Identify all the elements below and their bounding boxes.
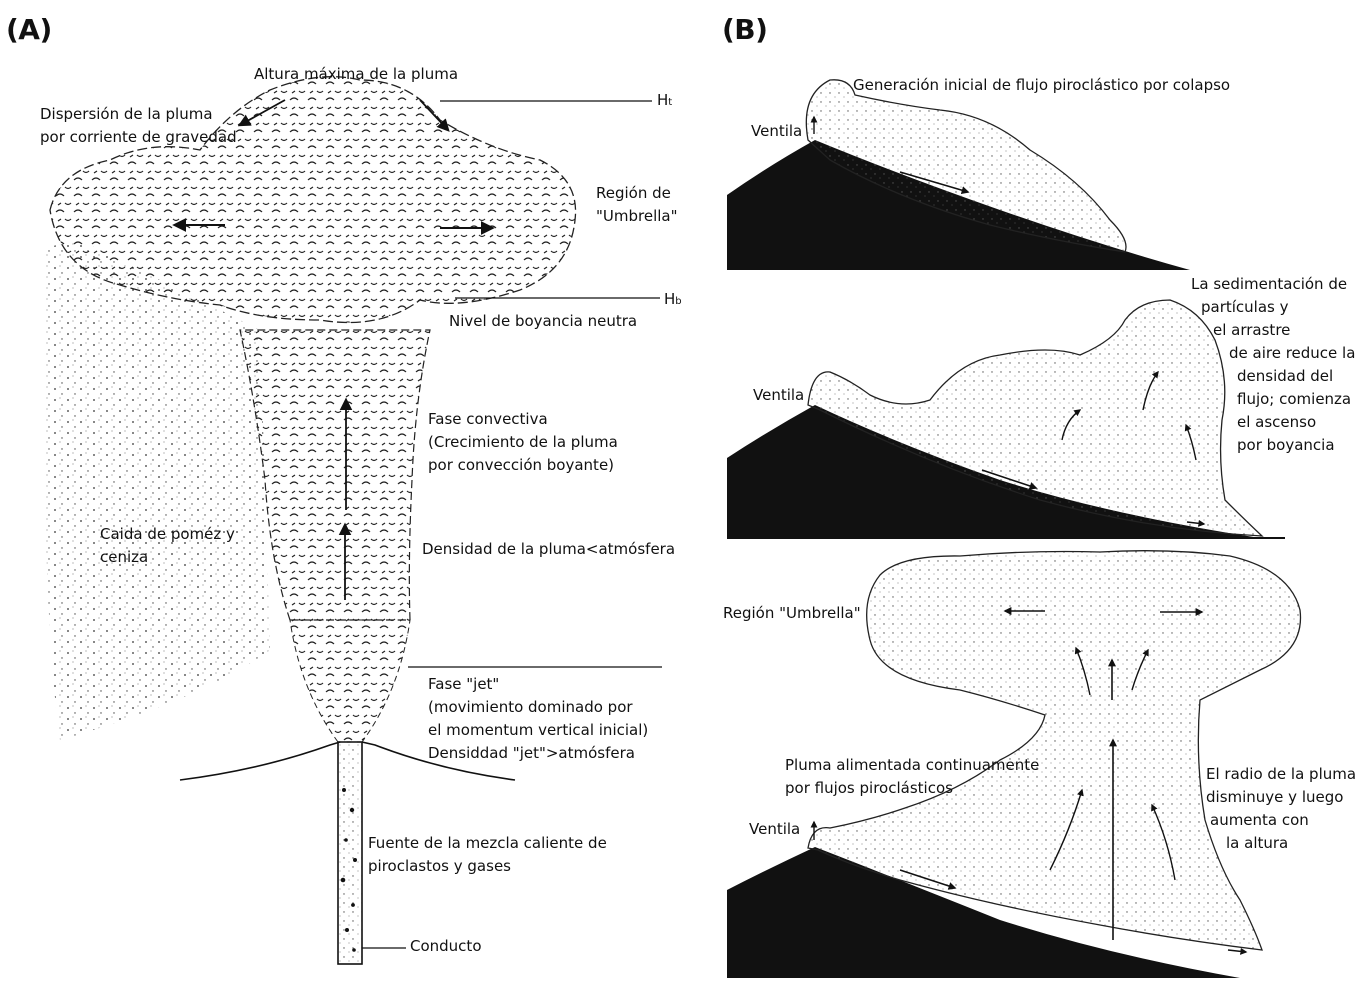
middle-vent-label: Ventila xyxy=(753,384,804,407)
jet-phase-label: Fase "jet" (movimiento dominado por el m… xyxy=(428,673,648,765)
convective-phase-label: Fase convectiva (Crecimiento de la pluma… xyxy=(428,408,618,477)
convective-column xyxy=(240,330,430,620)
panel-a-letter: (A) xyxy=(6,14,52,46)
conduit xyxy=(338,742,362,964)
bottom-vent-label: Ventila xyxy=(749,818,800,841)
panel-b-letter: (B) xyxy=(722,14,767,46)
dispersion-label: Dispersión de la pluma por corriente de … xyxy=(40,103,237,149)
bottom-umbrella-label: Región "Umbrella" xyxy=(723,602,861,625)
umbrella-region-label: Región de "Umbrella" xyxy=(596,182,678,228)
plume-density-label: Densidad de la pluma<atmósfera xyxy=(422,538,675,561)
bottom-radius-label: El radio de la pluma disminuye y luego a… xyxy=(1206,763,1356,855)
hb-label: Hb xyxy=(664,288,682,313)
jet-phase-column xyxy=(290,620,410,742)
conduit-label: Conducto xyxy=(410,935,482,958)
ht-label: Ht xyxy=(657,89,672,114)
neutral-buoyancy-label: Nivel de boyancia neutra xyxy=(449,310,637,333)
ash-fallout-region xyxy=(44,243,270,740)
top-title-label: Generación inicial de flujo piroclástico… xyxy=(853,74,1230,97)
middle-note-label: La sedimentación de partículas y el arra… xyxy=(1191,273,1355,457)
top-vent-label: Ventila xyxy=(751,120,802,143)
panel-a-diagram xyxy=(44,77,662,964)
fallout-label: Caida de poméz y ceniza xyxy=(100,523,235,569)
max-height-label: Altura máxima de la pluma xyxy=(254,63,458,86)
bottom-fed-plume-label: Pluma alimentada continuamente por flujo… xyxy=(785,754,1039,800)
source-label: Fuente de la mezcla caliente de piroclas… xyxy=(368,832,607,878)
bottom-front-arrow xyxy=(1228,950,1246,952)
